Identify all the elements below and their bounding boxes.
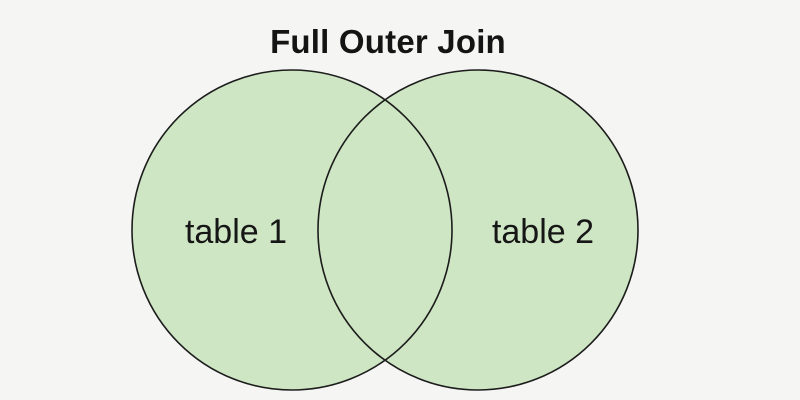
right-circle-outline (317, 69, 639, 391)
left-circle-outline (131, 69, 453, 391)
right-circle-fill (318, 70, 638, 390)
right-circle-label: table 2 (492, 213, 594, 251)
left-circle-label: table 1 (185, 213, 287, 251)
diagram-title: Full Outer Join (270, 23, 506, 60)
